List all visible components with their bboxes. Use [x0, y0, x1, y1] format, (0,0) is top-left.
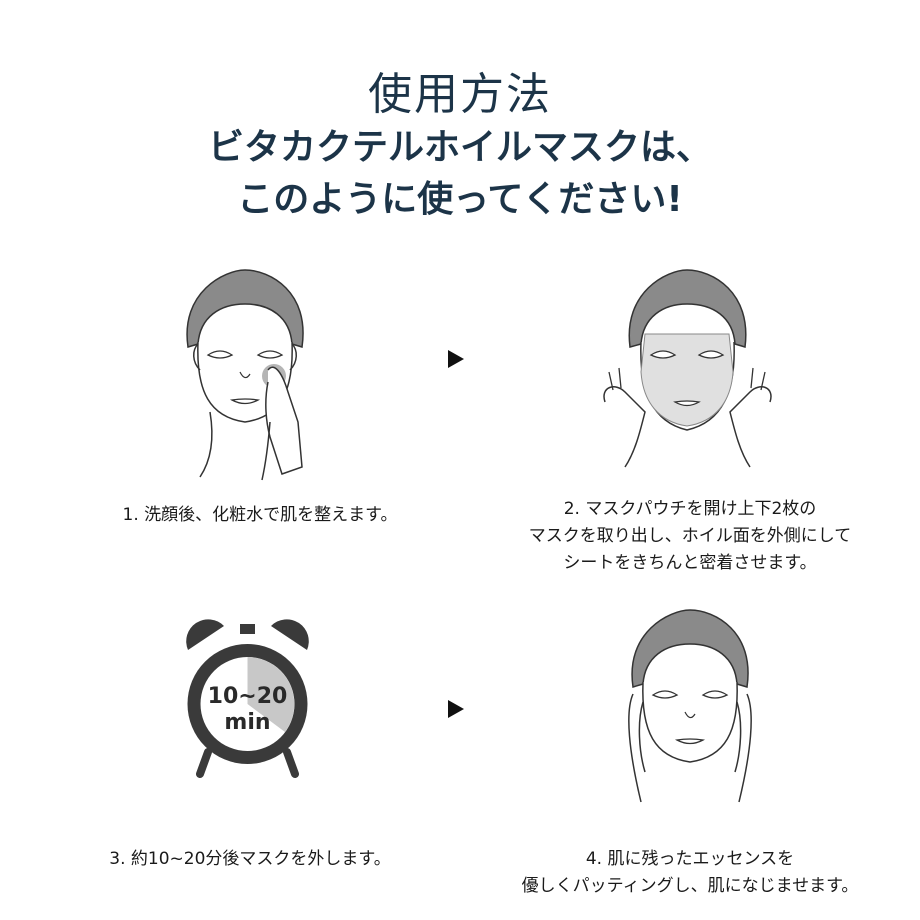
face-patting-skin-icon [628, 609, 752, 803]
step-2-caption: 2. マスクパウチを開け上下2枚の マスクを取り出し、ホイル面を外側にして シー… [490, 496, 890, 577]
subtitle-line-1: ビタカクテルホイルマスクは、 [207, 127, 712, 168]
subtitle-line-2: このように使ってください! [237, 179, 683, 220]
face-applying-mask-icon [603, 269, 772, 468]
clock-time-range: 10~20 [207, 684, 288, 709]
page-subtitle: ビタカクテルホイルマスクは、 このように使ってください! [0, 122, 920, 226]
page-title: 使用方法 [368, 69, 552, 120]
face-with-lotion-icon [186, 269, 304, 481]
step-2-line-3: シートをきちんと密着させます。 [563, 553, 817, 573]
step-4-line-1: 4. 肌に残ったエッセンスを [585, 849, 795, 869]
step-1-line: 1. 洗顔後、化粧水で肌を整えます。 [122, 505, 398, 525]
step-2-line-2: マスクを取り出し、ホイル面を外側にして [528, 526, 852, 546]
next-arrow-icon [448, 350, 464, 368]
alarm-clock-icon: 10~20 min [180, 612, 315, 782]
step-3-line: 3. 約10~20分後マスクを外します。 [109, 849, 391, 869]
step-4-caption: 4. 肌に残ったエッセンスを 優しくパッティングし、肌になじませます。 [490, 846, 890, 900]
step-1-caption: 1. 洗顔後、化粧水で肌を整えます。 [60, 502, 460, 529]
step-2-line-1: 2. マスクパウチを開け上下2枚の [563, 499, 817, 519]
next-arrow-icon-2 [448, 700, 464, 718]
step-4-line-2: 優しくパッティングし、肌になじませます。 [521, 876, 859, 896]
step-3-caption: 3. 約10~20分後マスクを外します。 [50, 846, 450, 873]
clock-unit: min [224, 710, 271, 735]
